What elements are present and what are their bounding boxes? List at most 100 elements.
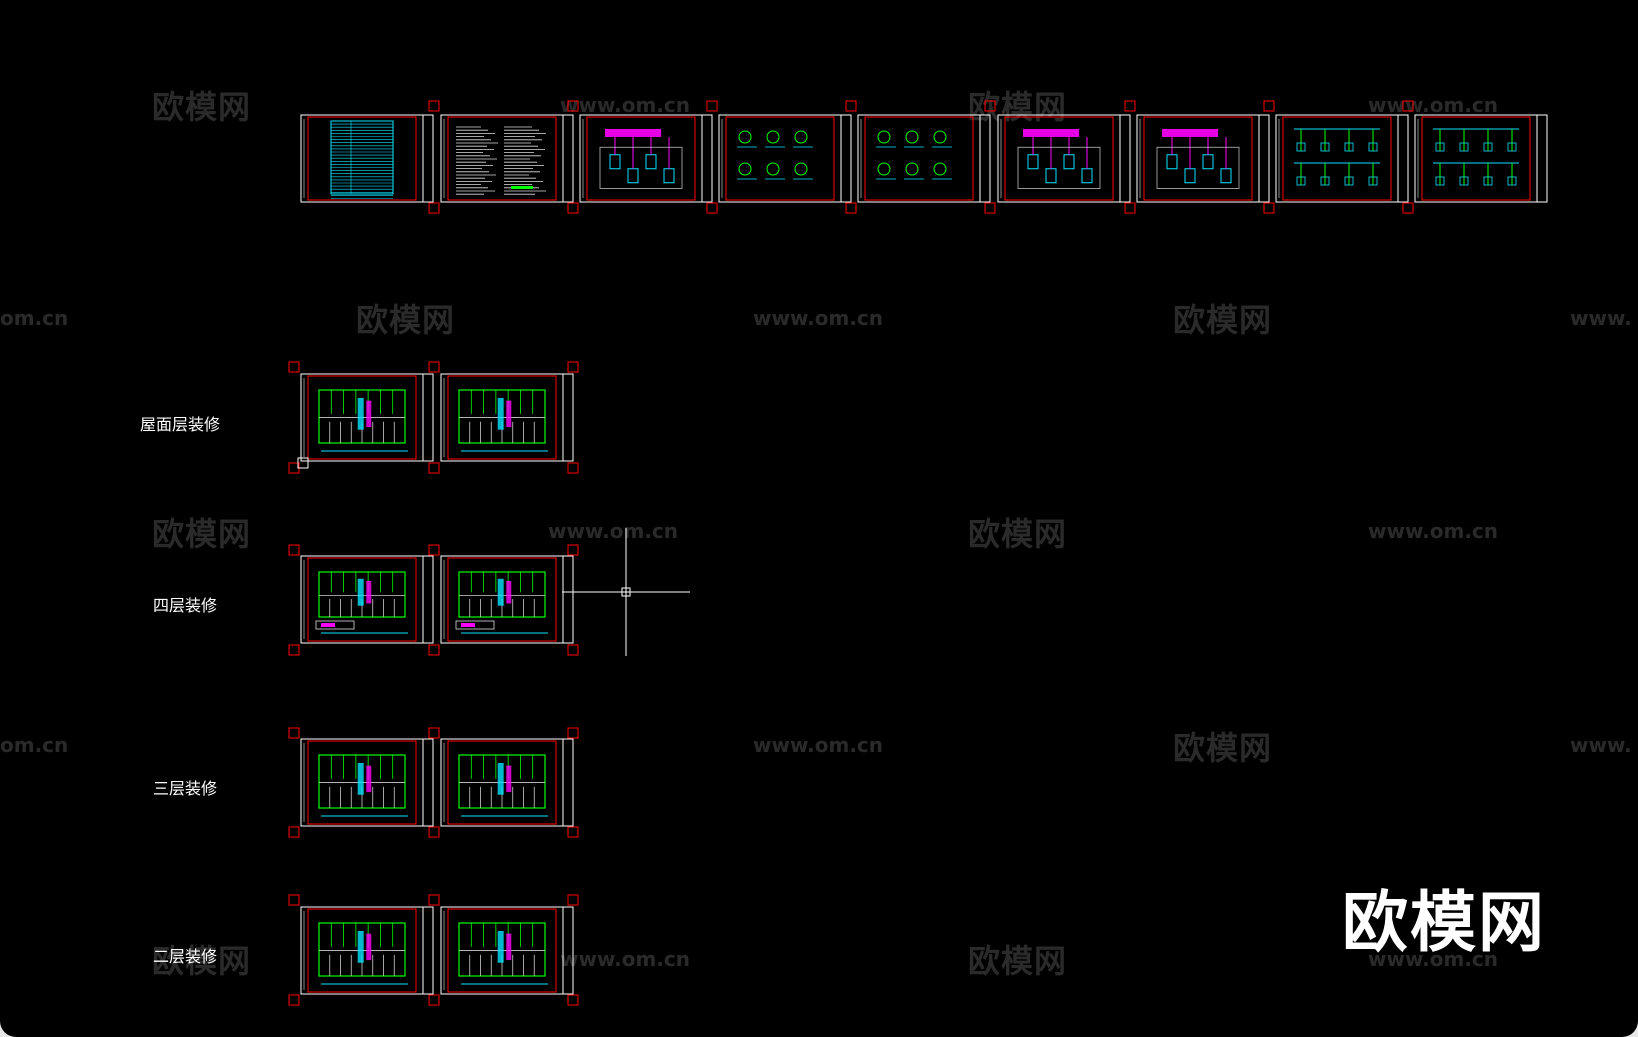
drawing-sheet: [300, 373, 434, 462]
sheet-border: [1421, 116, 1531, 201]
sheet-frame: [1414, 114, 1548, 203]
sheet-frame: [440, 738, 574, 827]
grip-layer: [288, 100, 1414, 1006]
drawing-sheet: [300, 555, 434, 644]
watermark-text: 欧模网: [1173, 301, 1272, 339]
sheet-border: [307, 908, 417, 993]
watermark-url: www.om.cn: [560, 947, 690, 971]
grip-handle: [288, 544, 300, 556]
drawing-sheet: [1136, 114, 1270, 203]
equipment-unit: [1344, 176, 1354, 186]
layer-label-floor2: 二层装修: [153, 947, 218, 966]
sheet-frame: [300, 738, 434, 827]
pipe-run: [497, 578, 504, 606]
pipe-run: [357, 578, 364, 606]
watermark-text: 欧模网: [152, 88, 251, 126]
pipe-run: [506, 581, 512, 604]
equipment-unit: [1320, 176, 1330, 186]
sheet-border: [1143, 116, 1253, 201]
pipe-run: [357, 397, 364, 430]
detail-symbol: [794, 130, 808, 144]
grip-handle: [288, 644, 300, 656]
drawing-sheet: [857, 114, 991, 203]
equipment-unit: [1435, 142, 1445, 152]
riser-pipe: [605, 129, 662, 137]
sheet-frame: [300, 906, 434, 995]
grip-handle: [567, 361, 579, 373]
grip-handle: [1124, 100, 1136, 112]
equipment-unit: [1220, 168, 1232, 184]
detail-symbol: [933, 162, 947, 176]
drawing-sheet: [440, 555, 574, 644]
watermark-url: www.om.cn: [1368, 519, 1498, 543]
system-box: [1156, 146, 1240, 189]
grip-handle: [288, 994, 300, 1006]
cad-crosshair-cursor: [562, 528, 690, 656]
legend-mark: [321, 623, 335, 627]
sheet-frame: [1275, 114, 1409, 203]
watermark-text: 欧模网: [152, 515, 251, 553]
grip-handle: [567, 826, 579, 838]
equipment-unit: [1184, 168, 1196, 184]
grip-handle: [428, 361, 440, 373]
sheet-frame: [300, 555, 434, 644]
sheet-border: [307, 375, 417, 460]
equipment-unit: [663, 168, 675, 184]
watermark-url: www.om.cn: [1368, 947, 1498, 971]
grip-handle: [428, 100, 440, 112]
grip-handle: [428, 994, 440, 1006]
equipment-unit: [1063, 154, 1075, 170]
drawing-sheet: [1414, 114, 1548, 203]
watermark-url: www.: [1570, 733, 1632, 757]
grip-handle: [428, 894, 440, 906]
pipe-run: [366, 400, 372, 428]
detail-symbol: [905, 130, 919, 144]
watermark-text: 欧模网: [968, 88, 1067, 126]
pipe-run: [366, 765, 372, 793]
sheet-frame: [997, 114, 1131, 203]
grip-handle: [706, 202, 718, 214]
equipment-unit: [1202, 154, 1214, 170]
grip-handle: [1402, 100, 1414, 112]
watermark-text: 欧模网: [356, 301, 455, 339]
detail-symbol: [877, 162, 891, 176]
pipe-run: [357, 762, 364, 795]
sheet-frame: [440, 555, 574, 644]
grip-handle: [567, 202, 579, 214]
drawing-sheet: [440, 114, 574, 203]
watermark-url: om.cn: [0, 733, 68, 757]
equipment-unit: [1459, 142, 1469, 152]
layer-label-roof: 屋面层装修: [140, 415, 221, 434]
watermark-text: 欧模网: [1173, 729, 1272, 767]
watermark-text: 欧模网: [152, 942, 251, 980]
detail-symbol: [933, 130, 947, 144]
grip-handle: [567, 894, 579, 906]
grip-handle: [1263, 100, 1275, 112]
equipment-unit: [1344, 142, 1354, 152]
sheet-border: [307, 557, 417, 642]
grip-handle: [706, 100, 718, 112]
pipe-run: [506, 400, 512, 428]
pipe-run: [366, 933, 372, 961]
equipment-unit: [1459, 176, 1469, 186]
drawing-sheet: [300, 906, 434, 995]
sheet-border: [586, 116, 696, 201]
grip-handle: [288, 727, 300, 739]
sheet-border: [307, 116, 417, 201]
pickbox-icon: [621, 587, 631, 597]
sheet-border: [447, 557, 557, 642]
sheet-frame: [718, 114, 852, 203]
grip-handle: [984, 100, 996, 112]
legend-mark: [511, 186, 533, 189]
detail-symbol: [766, 162, 780, 176]
sheet-frame: [440, 906, 574, 995]
layer-label-floor4: 四层装修: [153, 596, 218, 615]
pipe-run: [506, 933, 512, 961]
sheet-frame: [1136, 114, 1270, 203]
grip-handle: [428, 727, 440, 739]
grip-handle: [1263, 202, 1275, 214]
equipment-unit: [627, 168, 639, 184]
watermark-url: www.om.cn: [753, 733, 883, 757]
